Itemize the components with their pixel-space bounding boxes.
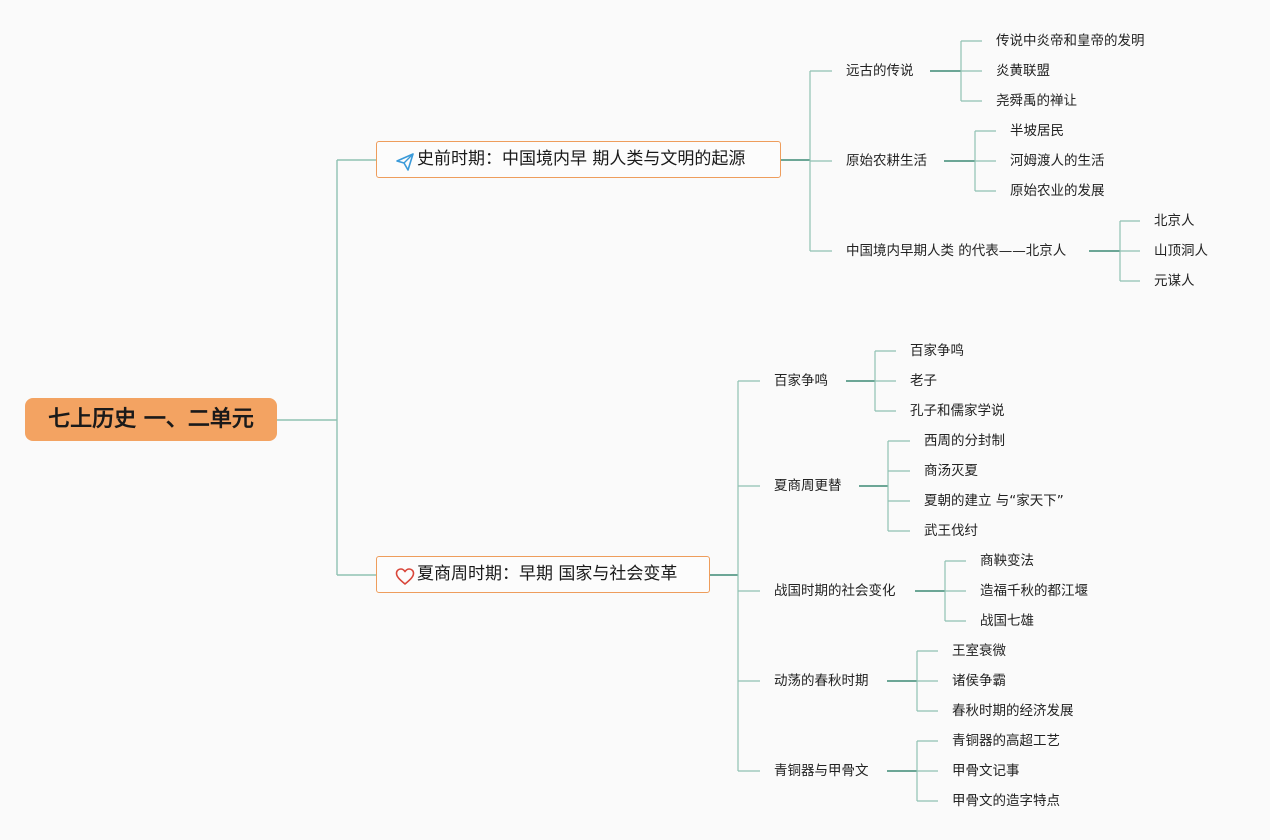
leaf-item[interactable]: 西周的分封制 xyxy=(924,433,1005,449)
branch-label: 史前时期：中国境内早 期人类与文明的起源 xyxy=(417,149,746,169)
leaf-item[interactable]: 青铜器的高超工艺 xyxy=(952,733,1060,749)
leaf-item[interactable]: 甲骨文的造字特点 xyxy=(952,793,1060,809)
topic-dynasty-change[interactable]: 夏商周更替 xyxy=(774,478,842,494)
leaf-item[interactable]: 老子 xyxy=(910,373,937,389)
topic-hundred-schools[interactable]: 百家争鸣 xyxy=(774,373,828,389)
branch-xia-shang-zhou[interactable]: 夏商周时期：早期 国家与社会变革 xyxy=(376,556,710,593)
topic-peking-man[interactable]: 中国境内早期人类 的代表——北京人 xyxy=(846,243,1067,259)
heart-icon xyxy=(395,565,415,585)
root-topic[interactable]: 七上历史 一、二单元 xyxy=(25,398,277,441)
leaf-item[interactable]: 百家争鸣 xyxy=(910,343,964,359)
topic-legends[interactable]: 远古的传说 xyxy=(846,63,914,79)
leaf-item[interactable]: 诸侯争霸 xyxy=(952,673,1006,689)
leaf-item[interactable]: 山顶洞人 xyxy=(1154,243,1208,259)
leaf-item[interactable]: 炎黄联盟 xyxy=(996,63,1050,79)
leaf-item[interactable]: 半坡居民 xyxy=(1010,123,1064,139)
leaf-item[interactable]: 春秋时期的经济发展 xyxy=(952,703,1074,719)
branch-label: 夏商周时期：早期 国家与社会变革 xyxy=(417,564,678,584)
leaf-item[interactable]: 夏朝的建立 与“家天下” xyxy=(924,493,1064,509)
leaf-item[interactable]: 造福千秋的都江堰 xyxy=(980,583,1088,599)
branch-prehistoric[interactable]: 史前时期：中国境内早 期人类与文明的起源 xyxy=(376,141,781,178)
leaf-item[interactable]: 原始农业的发展 xyxy=(1010,183,1105,199)
leaf-item[interactable]: 传说中炎帝和皇帝的发明 xyxy=(996,33,1145,49)
leaf-item[interactable]: 元谋人 xyxy=(1154,273,1195,289)
leaf-item[interactable]: 商鞅变法 xyxy=(980,553,1034,569)
leaf-item[interactable]: 武王伐纣 xyxy=(924,523,978,539)
topic-farming-life[interactable]: 原始农耕生活 xyxy=(846,153,927,169)
topic-bronze-oracle[interactable]: 青铜器与甲骨文 xyxy=(774,763,869,779)
topic-spring-autumn[interactable]: 动荡的春秋时期 xyxy=(774,673,869,689)
leaf-item[interactable]: 王室衰微 xyxy=(952,643,1006,659)
paper-plane-icon xyxy=(395,150,415,171)
leaf-item[interactable]: 商汤灭夏 xyxy=(924,463,978,479)
leaf-item[interactable]: 孔子和儒家学说 xyxy=(910,403,1005,419)
leaf-item[interactable]: 河姆渡人的生活 xyxy=(1010,153,1105,169)
topic-warring-states[interactable]: 战国时期的社会变化 xyxy=(774,583,896,599)
leaf-item[interactable]: 战国七雄 xyxy=(980,613,1034,629)
leaf-item[interactable]: 甲骨文记事 xyxy=(952,763,1020,779)
leaf-item[interactable]: 尧舜禹的禅让 xyxy=(996,93,1077,109)
leaf-item[interactable]: 北京人 xyxy=(1154,213,1195,229)
